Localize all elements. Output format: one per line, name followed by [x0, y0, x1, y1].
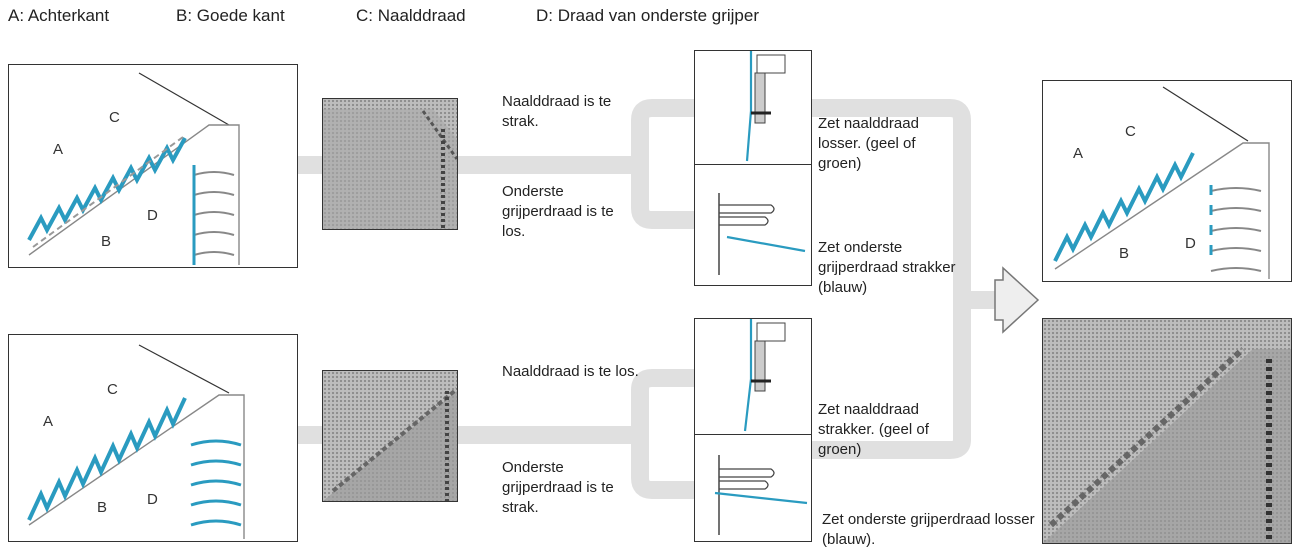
tension-dial-needle-top: [694, 50, 812, 166]
problem-needle-top: Naalddraad is te strak.: [502, 93, 612, 130]
arrow-icon: [994, 266, 1040, 334]
stitch-illustration: [27, 72, 240, 265]
tension-dial-looper-top: [694, 164, 812, 286]
fix-looper-top: Zet onderste grijperdraad strakker (blau…: [818, 239, 956, 296]
label-b: B: [1119, 245, 1130, 262]
fix-needle-top: Zet naalddraad losser. (geel of groen): [818, 115, 919, 172]
label-d: D: [147, 491, 158, 508]
legend-a: A: Achterkant: [8, 6, 110, 25]
legend-b: B: Goede kant: [176, 6, 285, 25]
label-d: D: [1185, 235, 1196, 252]
label-a: A: [53, 141, 64, 158]
label-d: D: [147, 207, 158, 224]
fabric-photo-bottom: [322, 370, 458, 502]
stitch-diagram-top-left: A C D B: [8, 64, 298, 268]
fabric-photo-top: [322, 98, 458, 230]
label-c: C: [107, 381, 118, 398]
stitch-illustration: [1053, 86, 1270, 279]
stitch-diagram-bottom-left: A C D B: [8, 334, 298, 542]
tension-dial-needle-bottom: [694, 318, 812, 436]
legend-d: D: Draad van onderste grijper: [536, 6, 760, 25]
fabric-photo-result: [1042, 318, 1292, 544]
label-c: C: [1125, 123, 1136, 140]
stitch-diagram-result: A C D B: [1042, 80, 1292, 282]
legend-c: C: Naalddraad: [356, 6, 466, 25]
tension-dial-looper-bottom: [694, 434, 812, 542]
label-b: B: [97, 499, 108, 516]
label-a: A: [1073, 145, 1084, 162]
label-c: C: [109, 109, 120, 126]
label-b: B: [101, 233, 112, 250]
problem-looper-top: Onderste grijperdraad is te los.: [502, 183, 614, 240]
fix-needle-bottom: Zet naalddraad strakker. (geel of groen): [818, 401, 929, 458]
label-a: A: [43, 413, 54, 430]
problem-needle-bottom: Naalddraad is te los.: [502, 363, 639, 380]
fix-looper-bottom: Zet onderste grijperdraad losser (blauw)…: [822, 511, 1035, 548]
stitch-illustration: [27, 344, 245, 539]
problem-looper-bottom: Onderste grijperdraad is te strak.: [502, 459, 614, 516]
